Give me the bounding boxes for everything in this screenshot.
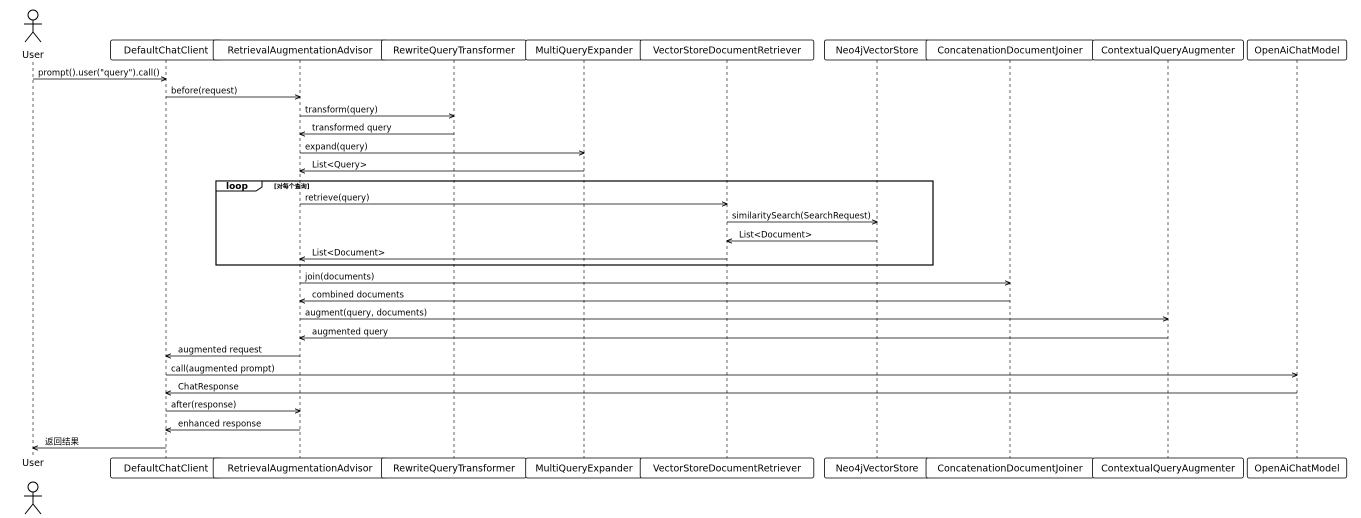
message-label: call(augmented prompt): [171, 365, 275, 375]
participant-open-ai-chat-model-bottom: OpenAiChatModel: [1246, 457, 1348, 479]
message-label: expand(query): [305, 143, 368, 153]
message-arrow: similaritySearch(SearchRequest): [727, 212, 877, 223]
participant-vector-store-document-retriever-top: VectorStoreDocumentRetriever: [639, 39, 815, 61]
message-arrow: expand(query): [300, 143, 584, 154]
message-arrow: after(response): [166, 401, 300, 412]
message-label: retrieve(query): [305, 194, 369, 204]
participant-default-chat-client-bottom: DefaultChatClient: [110, 457, 222, 479]
actor-user-top: User: [22, 9, 44, 61]
participant-vector-store-document-retriever-bottom: VectorStoreDocumentRetriever: [639, 457, 815, 479]
participant-label: RetrievalAugmentationAdvisor: [228, 464, 373, 475]
loop-fragment: loop [对每个查询]: [215, 180, 934, 266]
actor-label: User: [22, 50, 44, 61]
actor-label: User: [22, 458, 44, 469]
participant-retrieval-augmentation-advisor-top: RetrievalAugmentationAdvisor: [212, 39, 388, 61]
participant-label: Neo4jVectorStore: [836, 464, 919, 475]
participant-label: OpenAiChatModel: [1254, 464, 1339, 475]
message-label: join(documents): [304, 273, 374, 283]
message-label: similaritySearch(SearchRequest): [732, 212, 871, 222]
participant-label: Neo4jVectorStore: [836, 46, 919, 57]
message-arrow: enhanced response: [166, 420, 300, 431]
participant-label: RetrievalAugmentationAdvisor: [228, 46, 373, 57]
message-arrow: join(documents): [300, 273, 1010, 284]
actor-user-bottom: User: [22, 458, 44, 515]
participant-neo4j-vector-store-bottom: Neo4jVectorStore: [824, 457, 931, 479]
message-arrow: transform(query): [300, 106, 454, 117]
message-label: 返回结果: [45, 437, 80, 448]
message-arrow: List<Query>: [300, 161, 584, 172]
participant-label: ContextualQueryAugmenter: [1101, 46, 1235, 57]
participant-label: OpenAiChatModel: [1254, 46, 1339, 57]
participant-label: ConcatenationDocumentJoiner: [937, 46, 1082, 57]
message-label: ChatResponse: [178, 383, 239, 393]
message-arrow: transformed query: [300, 124, 454, 135]
message-label: transform(query): [305, 106, 378, 116]
participant-contextual-query-augmenter-bottom: ContextualQueryAugmenter: [1092, 457, 1244, 479]
participant-multi-query-expander-top: MultiQueryExpander: [525, 39, 643, 61]
participant-label: VectorStoreDocumentRetriever: [653, 464, 801, 475]
participant-label: ConcatenationDocumentJoiner: [937, 464, 1082, 475]
message-label: transformed query: [312, 124, 392, 134]
message-label: augmented request: [178, 346, 263, 356]
participant-label: MultiQueryExpander: [535, 46, 632, 57]
message-arrow: call(augmented prompt): [166, 365, 1297, 376]
participant-label: RewriteQueryTransformer: [393, 464, 515, 475]
message-label: enhanced response: [178, 420, 261, 430]
participant-concatenation-document-joiner-bottom: ConcatenationDocumentJoiner: [925, 457, 1095, 479]
message-label: List<Document>: [312, 249, 385, 259]
message-arrow: List<Document>: [727, 231, 877, 242]
participant-label: ContextualQueryAugmenter: [1101, 464, 1235, 475]
participant-rewrite-query-transformer-top: RewriteQueryTransformer: [381, 39, 527, 61]
message-label: after(response): [171, 401, 236, 411]
participant-label: VectorStoreDocumentRetriever: [653, 46, 801, 57]
message-arrow: before(request): [166, 87, 300, 98]
message-label: augmented query: [312, 328, 388, 338]
message-arrow: retrieve(query): [300, 194, 727, 205]
participant-open-ai-chat-model-top: OpenAiChatModel: [1246, 39, 1348, 61]
message-label: List<Query>: [312, 161, 367, 171]
message-arrow: combined documents: [300, 291, 1010, 302]
loop-guard: [对每个查询]: [274, 183, 310, 191]
participant-label: DefaultChatClient: [124, 464, 209, 475]
participant-multi-query-expander-bottom: MultiQueryExpander: [525, 457, 643, 479]
message-label: List<Document>: [739, 231, 812, 241]
message-arrow: augment(query, documents): [300, 309, 1168, 320]
message-label: combined documents: [312, 291, 405, 301]
message-label: before(request): [171, 87, 237, 97]
message-arrow: prompt().user("query").call(): [33, 69, 166, 80]
message-label: prompt().user("query").call(): [38, 69, 160, 79]
message-arrow: augmented query: [300, 328, 1168, 339]
message-label: augment(query, documents): [305, 309, 427, 319]
message-arrow: 返回结果: [33, 437, 166, 449]
participant-retrieval-augmentation-advisor-bottom: RetrievalAugmentationAdvisor: [212, 457, 388, 479]
participant-label: RewriteQueryTransformer: [393, 46, 515, 57]
loop-label: loop: [226, 182, 248, 192]
participant-rewrite-query-transformer-bottom: RewriteQueryTransformer: [381, 457, 527, 479]
message-arrow: List<Document>: [300, 249, 727, 260]
participant-default-chat-client-top: DefaultChatClient: [110, 39, 222, 61]
participant-contextual-query-augmenter-top: ContextualQueryAugmenter: [1092, 39, 1244, 61]
participant-neo4j-vector-store-top: Neo4jVectorStore: [824, 39, 931, 61]
message-arrow: ChatResponse: [166, 383, 1297, 394]
message-arrow: augmented request: [166, 346, 300, 357]
participant-concatenation-document-joiner-top: ConcatenationDocumentJoiner: [925, 39, 1095, 61]
participant-label: DefaultChatClient: [124, 46, 209, 57]
participant-label: MultiQueryExpander: [535, 464, 632, 475]
